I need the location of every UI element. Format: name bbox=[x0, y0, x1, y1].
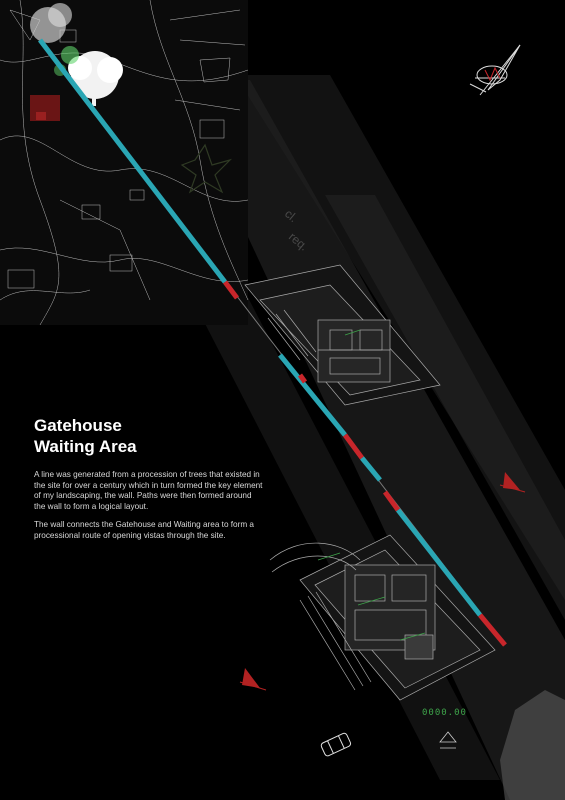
tree-icon bbox=[30, 3, 123, 106]
plan-annotations bbox=[317, 329, 426, 641]
car-icon bbox=[320, 732, 352, 757]
title-line-2: Waiting Area bbox=[34, 437, 137, 456]
scale-readout: 0000.00 bbox=[422, 708, 467, 718]
section-marker-icon bbox=[239, 472, 526, 691]
scribble-star bbox=[180, 143, 233, 194]
north-arrow-icon bbox=[469, 44, 521, 96]
page-title: Gatehouse Waiting Area bbox=[34, 415, 137, 457]
waiting-area-plan bbox=[269, 534, 496, 701]
figure-silhouette bbox=[500, 690, 565, 800]
site-context-map bbox=[0, 0, 249, 326]
tree-glow bbox=[61, 46, 79, 64]
title-line-1: Gatehouse bbox=[34, 416, 122, 435]
path-shaft-far bbox=[325, 195, 565, 620]
description-paragraph-2: The wall connects the Gatehouse and Wait… bbox=[34, 520, 254, 540]
grass-symbol-icon bbox=[439, 731, 457, 749]
gatehouse-plan bbox=[244, 264, 441, 406]
description-paragraph-1: A line was generated from a procession o… bbox=[34, 470, 263, 511]
processional-wall bbox=[38, 38, 507, 647]
